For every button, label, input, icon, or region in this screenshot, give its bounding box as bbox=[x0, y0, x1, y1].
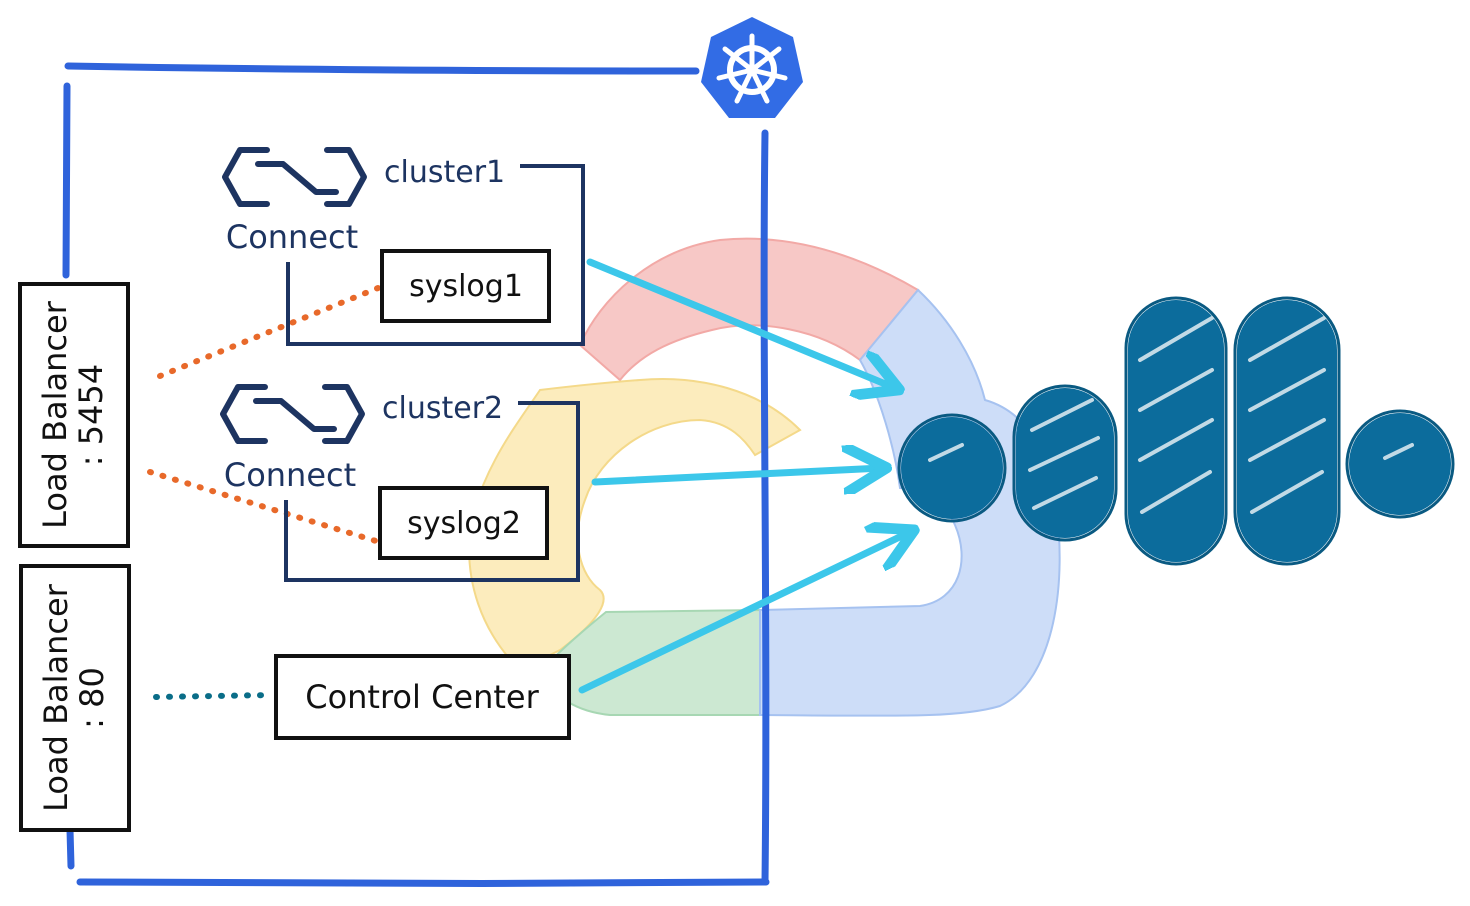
syslog2-box bbox=[378, 486, 549, 560]
google-cloud-logo bbox=[468, 237, 1061, 717]
kubernetes-icon bbox=[701, 17, 803, 118]
connect-label: Connect bbox=[224, 456, 356, 494]
connect-icon bbox=[222, 147, 367, 207]
load-balancer-title: Load Balancer bbox=[36, 300, 74, 529]
control-center: Control Center bbox=[274, 654, 571, 740]
arrow-syslog2-to-cloud bbox=[591, 468, 882, 482]
cluster-label: cluster1 bbox=[384, 155, 505, 190]
cluster2-bracket bbox=[284, 401, 580, 582]
cluster1-bracket bbox=[286, 164, 585, 346]
kubernetes-cluster-boundary bbox=[62, 62, 770, 887]
cluster2: Connect cluster2 syslog2 bbox=[220, 384, 580, 582]
connect-label: Connect bbox=[226, 218, 358, 256]
load-balancer-port: : 5454 bbox=[72, 364, 110, 466]
arrow-syslog1-to-cloud bbox=[586, 258, 895, 388]
syslog1-box bbox=[380, 249, 551, 323]
load-balancer-5454: Load Balancer : 5454 bbox=[18, 282, 130, 548]
cluster1: Connect cluster1 syslog1 bbox=[222, 147, 585, 346]
load-balancer-port: : 80 bbox=[73, 667, 111, 729]
confluent-style-dots bbox=[897, 296, 1455, 566]
load-balancer-80: Load Balancer : 80 bbox=[19, 564, 131, 832]
cluster-label: cluster2 bbox=[382, 391, 503, 426]
syslog2-label: syslog2 bbox=[407, 506, 521, 541]
syslog1-label: syslog1 bbox=[409, 269, 523, 304]
arrow-control-center-to-cloud bbox=[578, 532, 910, 694]
dotted-connections bbox=[147, 285, 381, 700]
control-center-label: Control Center bbox=[305, 678, 539, 716]
load-balancer-title: Load Balancer bbox=[37, 583, 75, 812]
cyan-arrows bbox=[578, 258, 910, 694]
connect-icon bbox=[220, 384, 365, 444]
